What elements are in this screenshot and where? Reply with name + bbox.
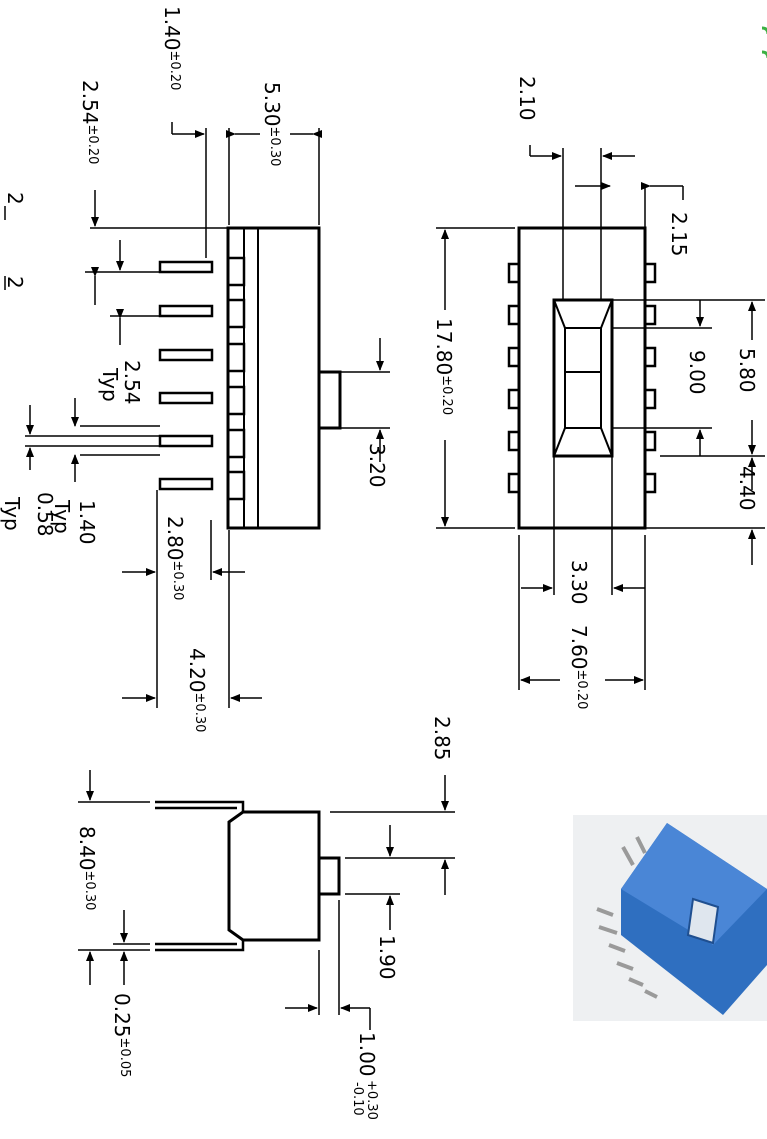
top-body [517,226,647,530]
top-pin-tabs [507,262,657,494]
dim-0-58: 0.58 [33,492,57,537]
dim-17-80: 17.80±0.20 [432,318,456,415]
side-actuator [317,370,342,430]
dim-5-30: 5.30±0.30 [260,82,284,166]
product-photo [573,815,767,1021]
green-mark [761,26,767,59]
fraction-b: 2 [3,276,27,289]
slider-window [552,298,614,458]
dim-0-25: 0.25±0.05 [110,993,134,1077]
fraction-a: 2 [3,192,27,205]
dim-typ-1: Typ [98,367,122,402]
side-view [158,226,342,530]
end-view [155,800,341,952]
dim-2-54-typ: 2.54 [120,360,144,405]
dim-1-90: 1.90 [375,935,399,980]
dim-2-15: 2.15 [667,212,691,257]
dim-2-54-top: 2.54±0.20 [78,80,102,164]
dim-typ-2: Typ [50,499,74,534]
dim-1-40-typ: 1.40 [75,500,99,545]
dim-1-40: 1.40±0.20 [160,6,184,90]
dim-typ-3: Typ [0,496,24,531]
end-body [227,810,321,942]
dim-2-10: 2.10 [515,76,539,121]
side-pins [158,256,246,501]
dim-7-60: 7.60±0.20 [567,625,591,709]
dim-3-30: 3.30 [567,560,591,605]
dim-2-80: 2.80±0.30 [163,516,187,600]
dim-9-00: 9.00 [685,350,709,395]
dim-2-85: 2.85 [430,716,454,761]
dim-1-00-tol-up: +0.30 [364,1080,379,1120]
dim-4-40: 4.40 [735,466,759,511]
side-body [226,226,321,530]
dim-8-40: 8.40±0.30 [75,826,99,910]
dim-4-20: 4.20±0.30 [185,648,209,732]
dim-3-20: 3.20 [365,443,389,488]
dim-5-80: 5.80 [735,348,759,393]
end-actuator [317,856,341,896]
top-view [507,226,657,530]
dim-1-00-tol-dn: -0.10 [350,1082,365,1116]
dim-1-00: 1.00 [355,1032,379,1077]
